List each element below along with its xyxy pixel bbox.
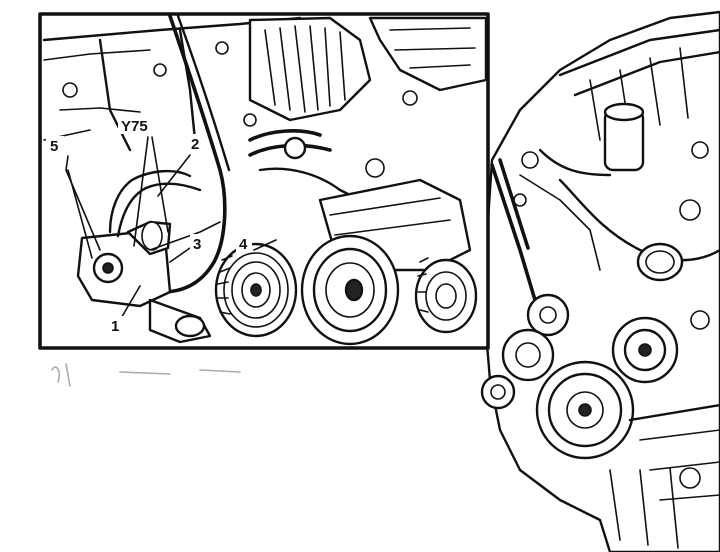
callout-3: 3 [193, 236, 201, 253]
leader-y75b [151, 136, 169, 233]
callout-2: 2 [191, 136, 199, 153]
detail-inset: Y75 5 2 3 4 1 [38, 12, 490, 350]
scan-artifacts [51, 363, 241, 387]
callout-1: 1 [111, 318, 119, 335]
callout-5: 5 [50, 138, 58, 155]
leader-4 [253, 239, 277, 251]
leader-1 [119, 285, 141, 321]
engine-overview [480, 10, 720, 552]
callout-y75: Y75 [121, 118, 148, 135]
leader-3 [169, 247, 191, 263]
leader-5b [67, 169, 93, 259]
leader-2 [157, 154, 191, 197]
leader-5a [65, 155, 101, 251]
leader-y75a [133, 136, 149, 247]
callout-4: 4 [239, 236, 248, 253]
